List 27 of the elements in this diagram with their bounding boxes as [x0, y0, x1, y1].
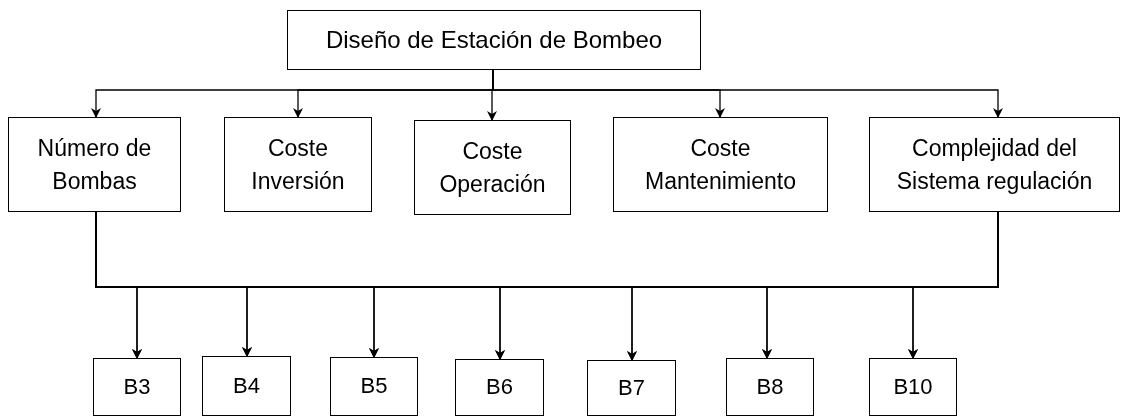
process-box [869, 358, 957, 416]
process-box [587, 360, 676, 416]
process-box [613, 117, 828, 212]
process-box [224, 117, 372, 212]
box-label: B5 [360, 372, 388, 401]
box-label: B3 [123, 372, 151, 401]
box-label: Coste Mantenimiento [644, 134, 797, 196]
process-box [330, 357, 418, 416]
box-label: Coste Inversión [250, 134, 346, 196]
box-label: Coste Operación [438, 137, 547, 199]
box-label: B6 [486, 373, 513, 402]
box-label: B8 [756, 372, 784, 401]
process-box [8, 117, 181, 212]
box-label: B7 [618, 373, 645, 402]
box-label: Número de Bombas [36, 134, 153, 196]
box-label: Diseño de Estación de Bombeo [325, 25, 663, 56]
process-box [869, 117, 1120, 212]
box-label: B4 [233, 371, 260, 400]
process-box [287, 10, 701, 70]
box-label: Complejidad del Sistema regulación [895, 134, 1094, 196]
box-label: B10 [893, 372, 933, 401]
process-box [726, 358, 814, 416]
process-box [93, 358, 181, 416]
process-box [414, 120, 571, 215]
connector-arrow [908, 211, 999, 359]
process-box [455, 359, 544, 416]
process-box [202, 356, 291, 416]
